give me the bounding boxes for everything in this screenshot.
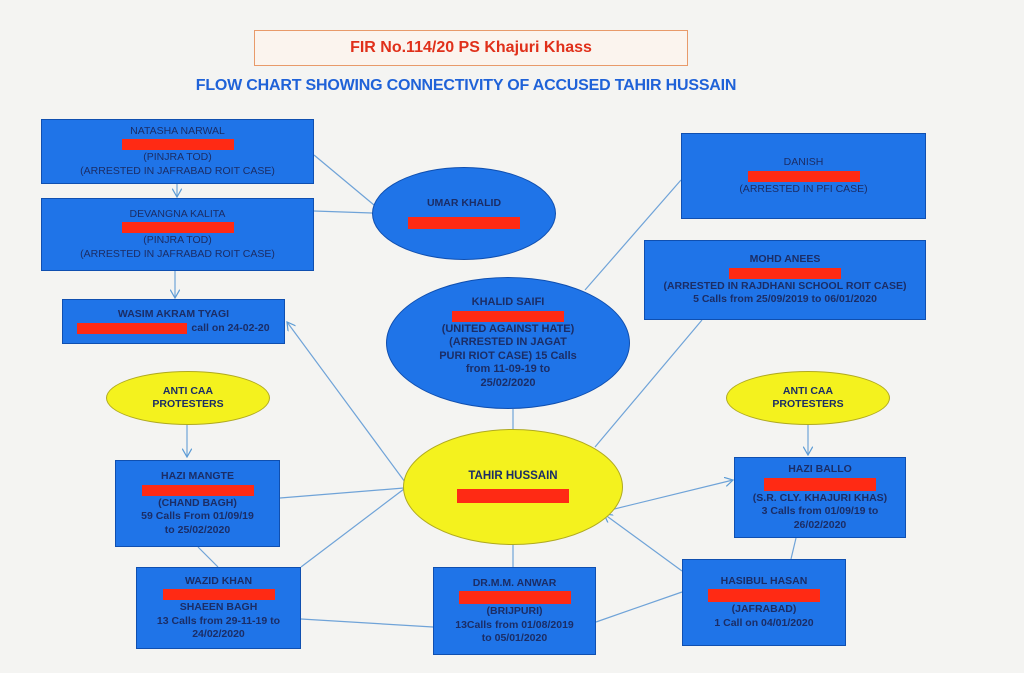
node-name: HAZI MANGTE [161,470,234,482]
node-detail: (UNITED AGAINST HATE) [441,322,575,335]
node-detail: 1 Call on 04/01/2020 [714,616,814,629]
redaction-bar [708,589,820,603]
node-danish: DANISH (ARRESTED IN PFI CASE) [681,133,926,219]
node-detail: 24/02/2020 [192,628,245,640]
node-name: KHALID SAIFI [471,296,545,308]
node-hazi-mangte: HAZI MANGTE (CHAND BAGH) 59 Calls From 0… [115,460,280,547]
node-umar-khalid: UMAR KHALID [372,167,556,260]
node-label: ANTI CAA [162,384,214,397]
redaction-bar [457,489,569,504]
node-name: WAZID KHAN [184,574,253,587]
node-name: DR.M.M. ANWAR [472,576,557,589]
node-devangna-kalita: DEVANGNA KALITA (PINJRA TOD) (ARRESTED I… [41,198,314,271]
node-detail: (ARRESTED IN PFI CASE) [739,182,868,195]
node-detail: 25/02/2020 [480,376,536,389]
node-detail: (ARRESTED IN JAFRABAD ROIT CASE) [80,247,275,260]
edge-natasha-umar [313,154,375,206]
node-name: WASIM AKRAM TYAGI [117,308,230,320]
node-dr-mm-anwar: DR.M.M. ANWAR (BRIJPURI) 13Calls from 01… [433,567,596,655]
node-detail: (PINJRA TOD) [143,151,212,164]
node-khalid-saifi: KHALID SAIFI (UNITED AGAINST HATE) (ARRE… [386,277,630,409]
node-detail: call on 24-02-20 [191,321,270,334]
node-detail: to 25/02/2020 [164,523,231,536]
edge-ballo-hasibul [790,537,797,560]
node-detail: SHAEEN BAGH [179,601,258,613]
node-detail: 59 Calls From 01/09/19 [141,510,254,522]
edge-mangte-tahir [279,487,405,499]
edge-tahir-ballo [601,480,733,513]
node-wasim-akram-tyagi: WASIM AKRAM TYAGI call on 24-02-20 [62,299,285,344]
edge-wazid-anwar [300,618,434,628]
redaction-bar [452,310,564,322]
redaction-bar [408,216,520,229]
edge-danish-saifi [584,179,682,291]
node-detail: (BRIJPURI) [486,605,543,617]
redaction-bar [77,322,188,334]
node-anti-caa-protesters-right: ANTI CAA PROTESTERS [726,371,890,425]
redaction-bar [764,477,876,491]
node-hazi-ballo: HAZI BALLO (S.R. CLY. KHAJURI KHAS) 3 Ca… [734,457,906,538]
node-detail: (ARRESTED IN JAGAT [449,336,567,348]
node-detail: from 11-09-19 to [465,363,551,375]
node-detail: to 05/01/2020 [481,632,548,644]
redaction-bar [121,222,234,234]
node-detail: 3 Calls from 01/09/19 to [761,505,879,517]
node-name: HASIBUL HASAN [720,574,808,587]
node-detail: 13Calls from 01/08/2019 [455,618,574,631]
node-tahir-hussain: TAHIR HUSSAIN [403,429,623,545]
node-anti-caa-protesters-left: ANTI CAA PROTESTERS [106,371,270,425]
node-hasibul-hasan: HASIBUL HASAN (JAFRABAD) 1 Call on 04/01… [682,559,846,646]
redaction-bar [121,139,234,151]
edge-devangna-umar [313,210,373,214]
fir-title: FIR No.114/20 PS Khajuri Khass [254,30,688,66]
edge-hasibul-anwar [595,591,683,623]
node-name: DEVANGNA KALITA [129,207,226,220]
node-detail: (ARRESTED IN RAJDHANI SCHOOL ROIT CASE) [663,279,907,292]
node-name: UMAR KHALID [426,197,502,210]
node-name: DANISH [783,156,824,168]
node-label: PROTESTERS [152,398,224,410]
node-detail: 5 Calls from 25/09/2019 to 06/01/2020 [693,293,877,306]
node-label: PROTESTERS [772,398,844,410]
node-wazid-khan: WAZID KHAN SHAEEN BAGH 13 Calls from 29-… [136,567,301,649]
redaction-bar [458,591,571,604]
node-natasha-narwal: NATASHA NARWAL (PINJRA TOD) (ARRESTED IN… [41,119,314,184]
node-label: ANTI CAA [782,384,834,397]
node-detail: 26/02/2020 [793,518,847,531]
node-detail: 13 Calls from 29-11-19 to [156,614,281,627]
node-name: MOHD ANEES [749,253,821,266]
node-name: HAZI BALLO [788,463,852,475]
node-detail: (ARRESTED IN JAFRABAD ROIT CASE) [80,164,275,177]
node-detail: (CHAND BAGH) [158,496,237,509]
node-detail: (S.R. CLY. KHAJURI KHAS) [752,491,888,504]
edge-tahir-wasim [287,322,406,483]
edge-anees-tahir [594,319,703,448]
node-detail: (PINJRA TOD) [143,234,212,247]
edge-wazid-tahir [300,488,405,568]
chart-subtitle: FLOW CHART SHOWING CONNECTIVITY OF ACCUS… [195,77,737,94]
node-mohd-anees: MOHD ANEES (ARRESTED IN RAJDHANI SCHOOL … [644,240,926,320]
node-detail: (JAFRABAD) [731,603,797,616]
node-name: NATASHA NARWAL [130,124,225,137]
node-detail: PURI RIOT CASE) 15 Calls [439,349,577,362]
redaction-bar [729,267,841,279]
edge-mangte-wazid [197,546,219,568]
edge-hasibul-tahir [604,514,683,572]
redaction-bar [162,589,275,600]
redaction-bar [141,484,254,496]
node-name: TAHIR HUSSAIN [468,469,558,482]
redaction-bar [747,170,860,182]
